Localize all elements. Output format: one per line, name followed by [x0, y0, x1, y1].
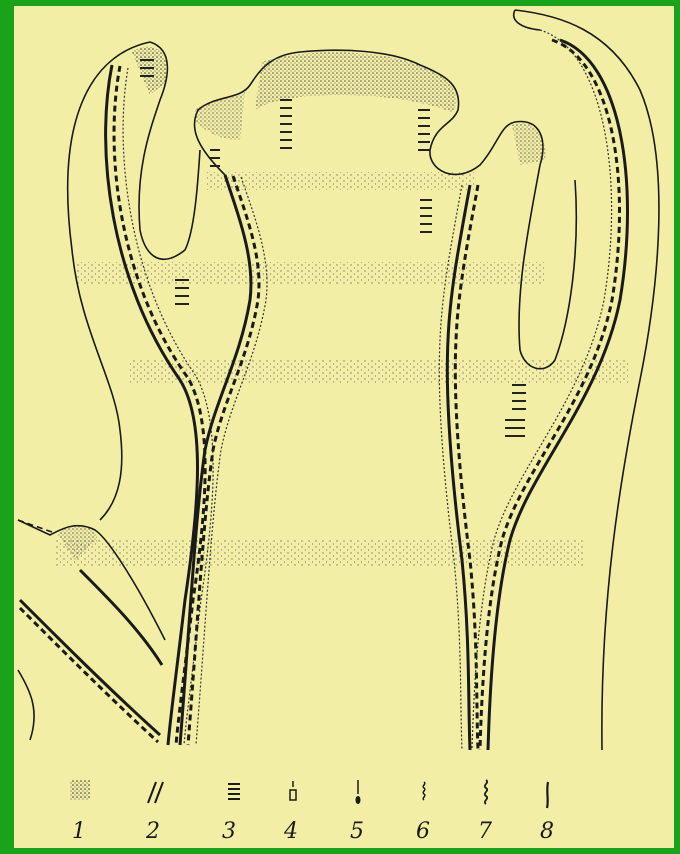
legend: 1 2 3 4 5 6 7 8	[70, 780, 554, 844]
band-2	[75, 262, 545, 284]
legend-symbol-4	[290, 781, 296, 800]
legend-symbol-6	[423, 782, 425, 800]
wavy-line-icon	[485, 780, 487, 804]
legend-label-3: 3	[222, 819, 236, 844]
dashed-block-icon	[228, 784, 240, 799]
hatch-group-5	[505, 385, 526, 436]
left-wall-wavy	[123, 68, 213, 745]
legend-symbol-8	[547, 782, 548, 808]
small-wave-icon	[423, 782, 425, 800]
legend-symbol-5	[356, 780, 361, 804]
lower-left-band-inner-solid	[80, 570, 162, 665]
right-wall-dashed	[480, 40, 620, 750]
central-left-wall-solid	[180, 175, 251, 745]
hatch-group-1	[280, 100, 292, 148]
double-slash-icon	[148, 782, 163, 803]
dots-patch-icon	[70, 780, 90, 800]
hatch-group-6	[420, 200, 432, 232]
small-rect-icon	[290, 790, 296, 800]
legend-symbol-1	[70, 780, 90, 800]
legend-label-6: 6	[416, 819, 430, 844]
lower-left-limb-dashed-edge	[18, 520, 52, 532]
left-cap-dots	[132, 47, 167, 95]
legend-symbol-2	[148, 782, 163, 803]
central-head-dots	[255, 52, 456, 112]
band-1	[205, 172, 475, 190]
right-fold-dots	[512, 123, 545, 165]
legend-label-1: 1	[72, 819, 86, 844]
lower-left-band-solid	[20, 600, 160, 735]
lower-left-corner-curve	[18, 670, 34, 740]
teardrop-line-icon-drop	[356, 796, 361, 804]
legend-label-4: 4	[283, 819, 298, 844]
legend-label-2: 2	[145, 819, 160, 844]
lower-left-band-dashed	[20, 608, 158, 742]
legend-label-8: 8	[540, 819, 554, 844]
hatch-group-2	[418, 110, 430, 150]
solid-line-icon	[547, 782, 548, 808]
legend-label-5: 5	[350, 819, 364, 844]
legend-label-7: 7	[478, 819, 492, 844]
legend-symbol-3	[228, 784, 240, 799]
left-wall-solid	[106, 65, 198, 745]
right-wall-solid	[488, 40, 628, 750]
legend-symbol-7	[485, 780, 487, 804]
